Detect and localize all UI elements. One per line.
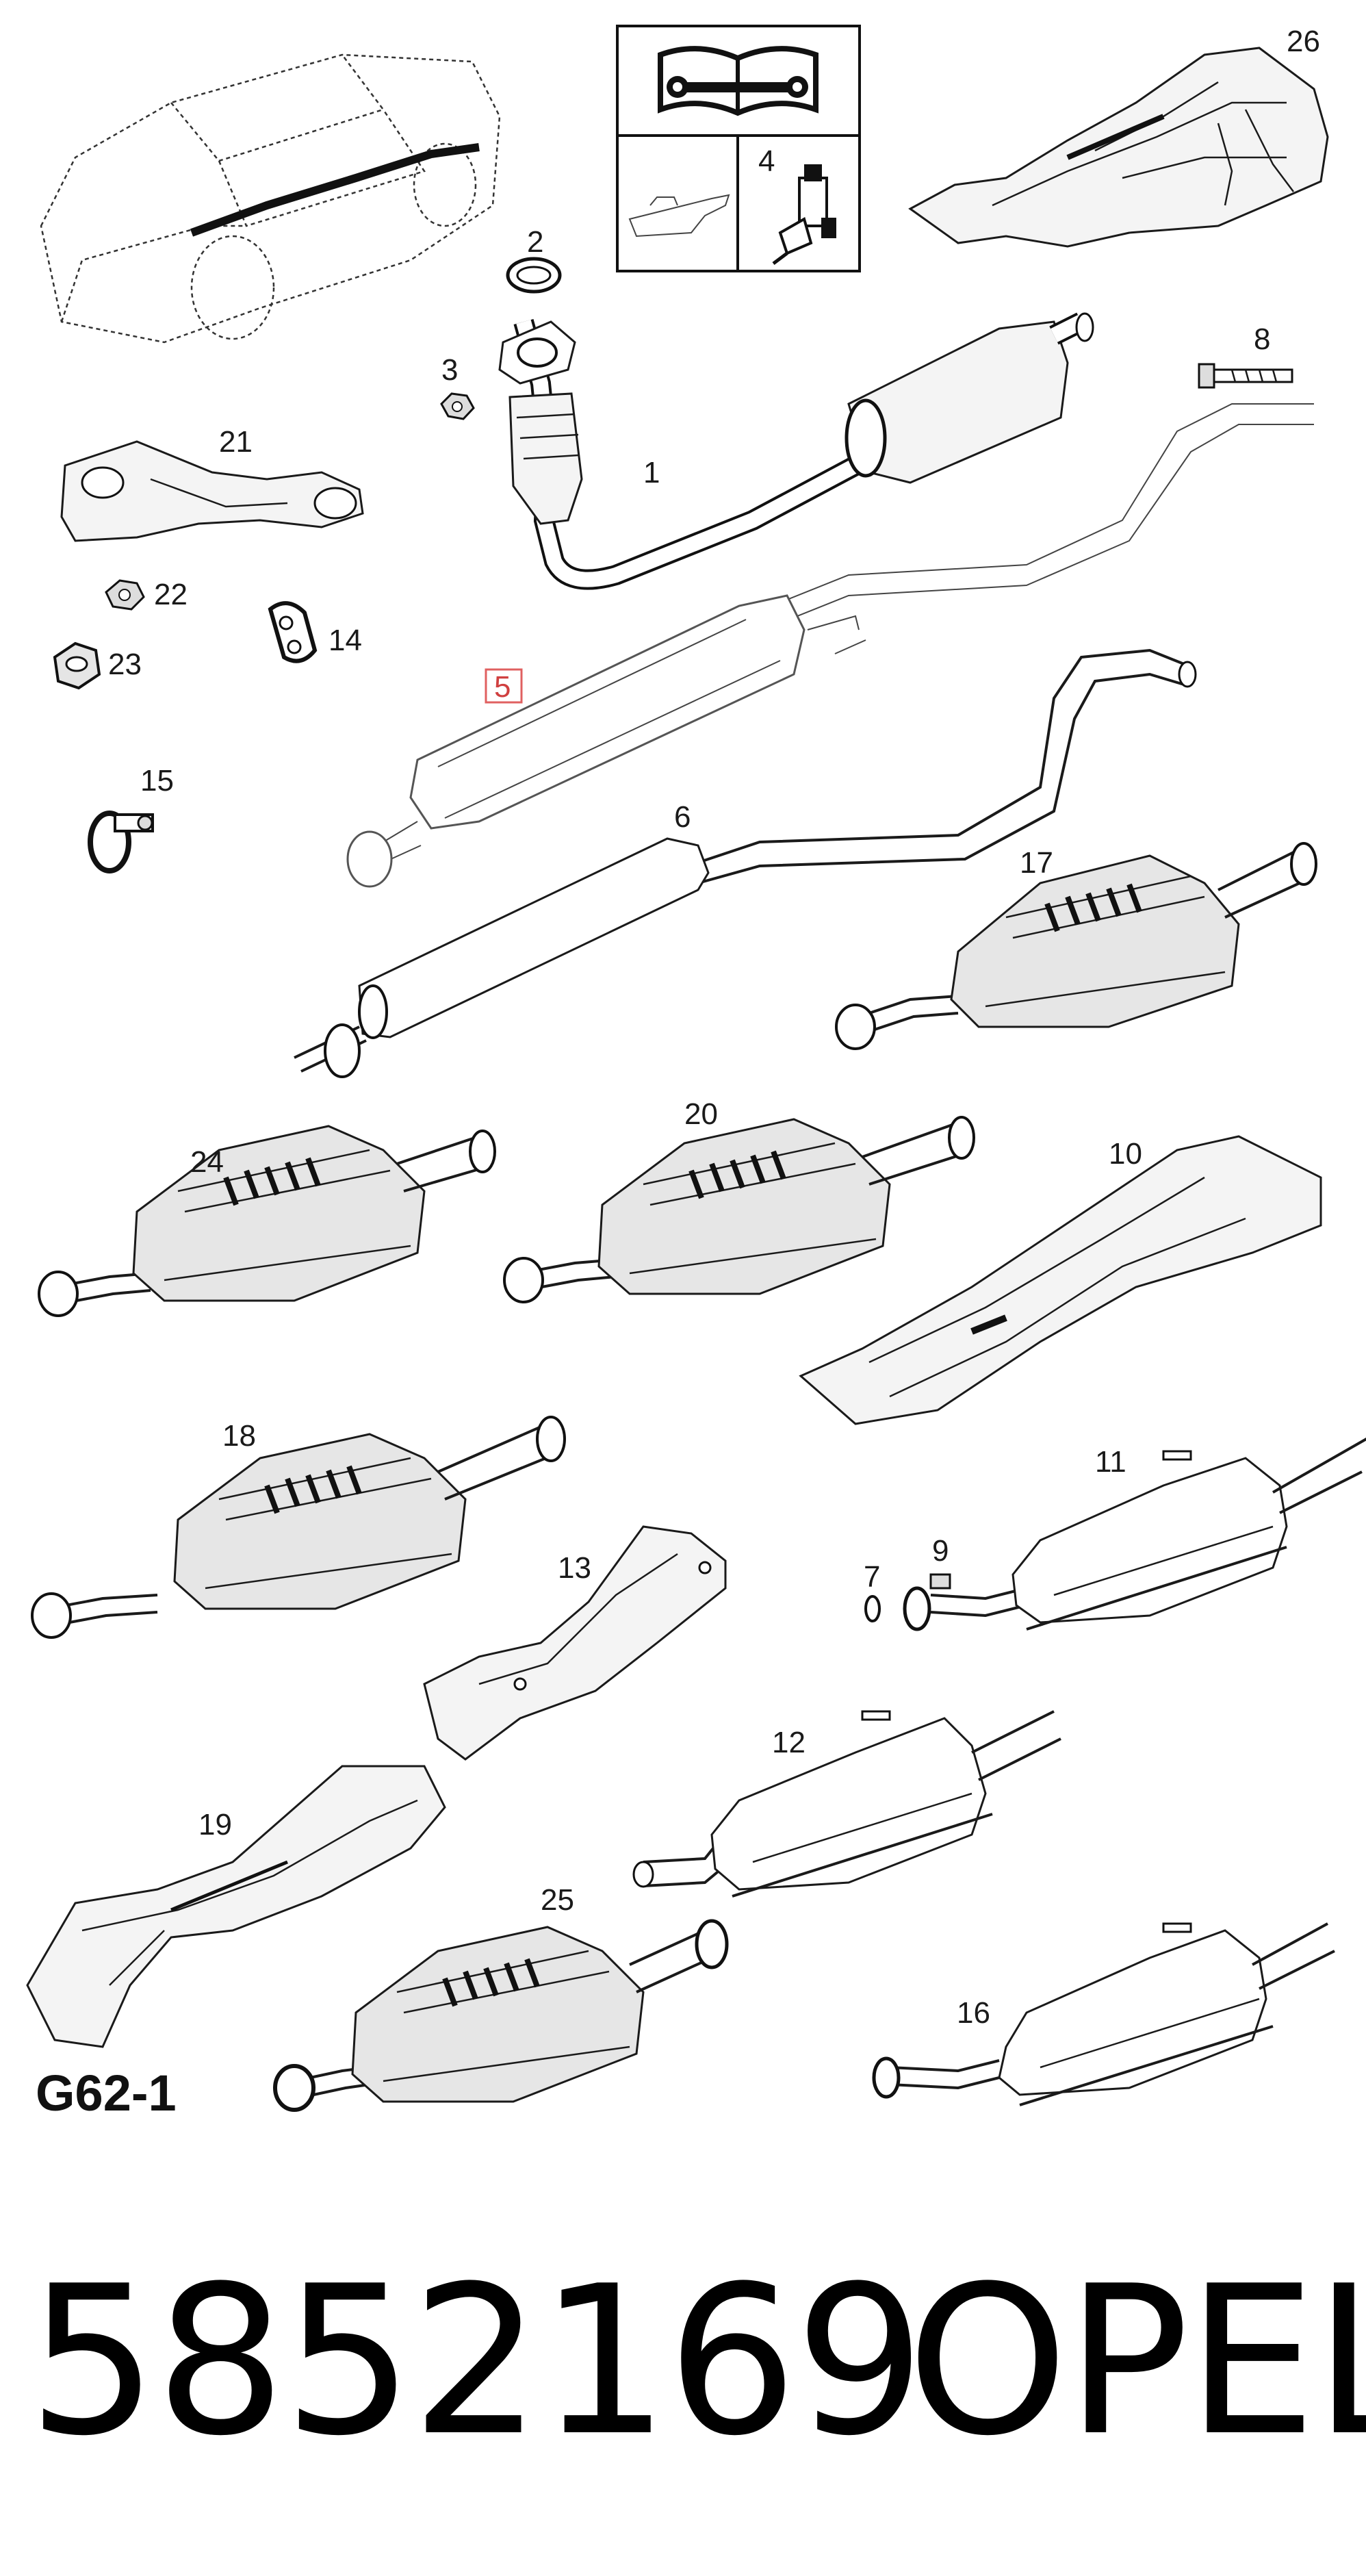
part-5-center-muffler (346, 403, 1314, 888)
info-box (616, 25, 861, 272)
callout-22: 22 (154, 578, 188, 611)
part-8-bolt (1198, 363, 1293, 389)
part-18-rear-muffler (31, 1416, 566, 1639)
sheet-code: G62-1 (36, 2065, 177, 2121)
callout-11: 11 (1095, 1445, 1126, 1479)
part-14-hanger (268, 601, 318, 663)
part-23-rubber (53, 641, 101, 690)
part-2-gasket (506, 257, 562, 294)
callout-1: 1 (643, 456, 660, 489)
callout-17: 17 (1020, 846, 1053, 880)
part-6-rear-pipe (294, 648, 1197, 1078)
callout-20: 20 (684, 1097, 718, 1131)
part-24-rear-muffler (38, 1125, 496, 1317)
callout-3: 3 (441, 353, 458, 387)
highlight-box-5 (485, 668, 523, 704)
part-1-front-pipe (498, 312, 1094, 590)
callout-10: 10 (1109, 1137, 1142, 1171)
part-20-rear-muffler (503, 1116, 975, 1303)
part-25-rear-muffler (273, 1919, 729, 2112)
callout-5: 5 (494, 670, 511, 704)
callout-25: 25 (541, 1883, 574, 1917)
callout-14: 14 (328, 624, 362, 657)
part-13-heat-shield (423, 1525, 727, 1761)
callout-16: 16 (957, 1996, 990, 2030)
callout-12: 12 (772, 1726, 806, 1759)
part-19-heat-shield (26, 1765, 446, 2048)
callout-21: 21 (219, 425, 253, 459)
callout-26: 26 (1287, 25, 1320, 58)
part-16-rear-muffler (872, 1922, 1335, 2106)
part-12-rear-muffler (632, 1710, 1061, 1898)
callout-6: 6 (674, 800, 691, 834)
callout-4: 4 (758, 144, 775, 178)
callout-19: 19 (198, 1808, 232, 1841)
repair-manual-icon (658, 46, 819, 116)
callout-13: 13 (558, 1551, 591, 1585)
part-22-nut (105, 579, 145, 611)
part-21-bracket (60, 440, 364, 542)
part-9-flange (903, 1573, 951, 1631)
sensor-icon (772, 164, 836, 265)
callout-2: 2 (527, 225, 543, 259)
part-26-heat-shield (908, 47, 1329, 248)
callout-18: 18 (222, 1419, 256, 1453)
part-3-nut (440, 392, 475, 420)
part-10-heat-shield (799, 1135, 1322, 1425)
callout-23: 23 (108, 648, 142, 681)
oil-can-icon (628, 194, 730, 238)
part-7-seal (864, 1595, 881, 1622)
callout-9: 9 (932, 1534, 949, 1568)
callout-8: 8 (1254, 322, 1270, 356)
callout-7: 7 (864, 1560, 880, 1594)
car-outline-icon (40, 53, 501, 344)
callout-15: 15 (140, 764, 174, 798)
brand-name: OPEL (907, 2242, 1366, 2481)
part-11-rear-muffler (930, 1437, 1366, 1631)
part-15-clamp (88, 811, 154, 873)
part-17-rear-muffler (835, 842, 1317, 1050)
callout-24: 24 (190, 1145, 224, 1179)
part-number: 5852169 (27, 2242, 925, 2481)
